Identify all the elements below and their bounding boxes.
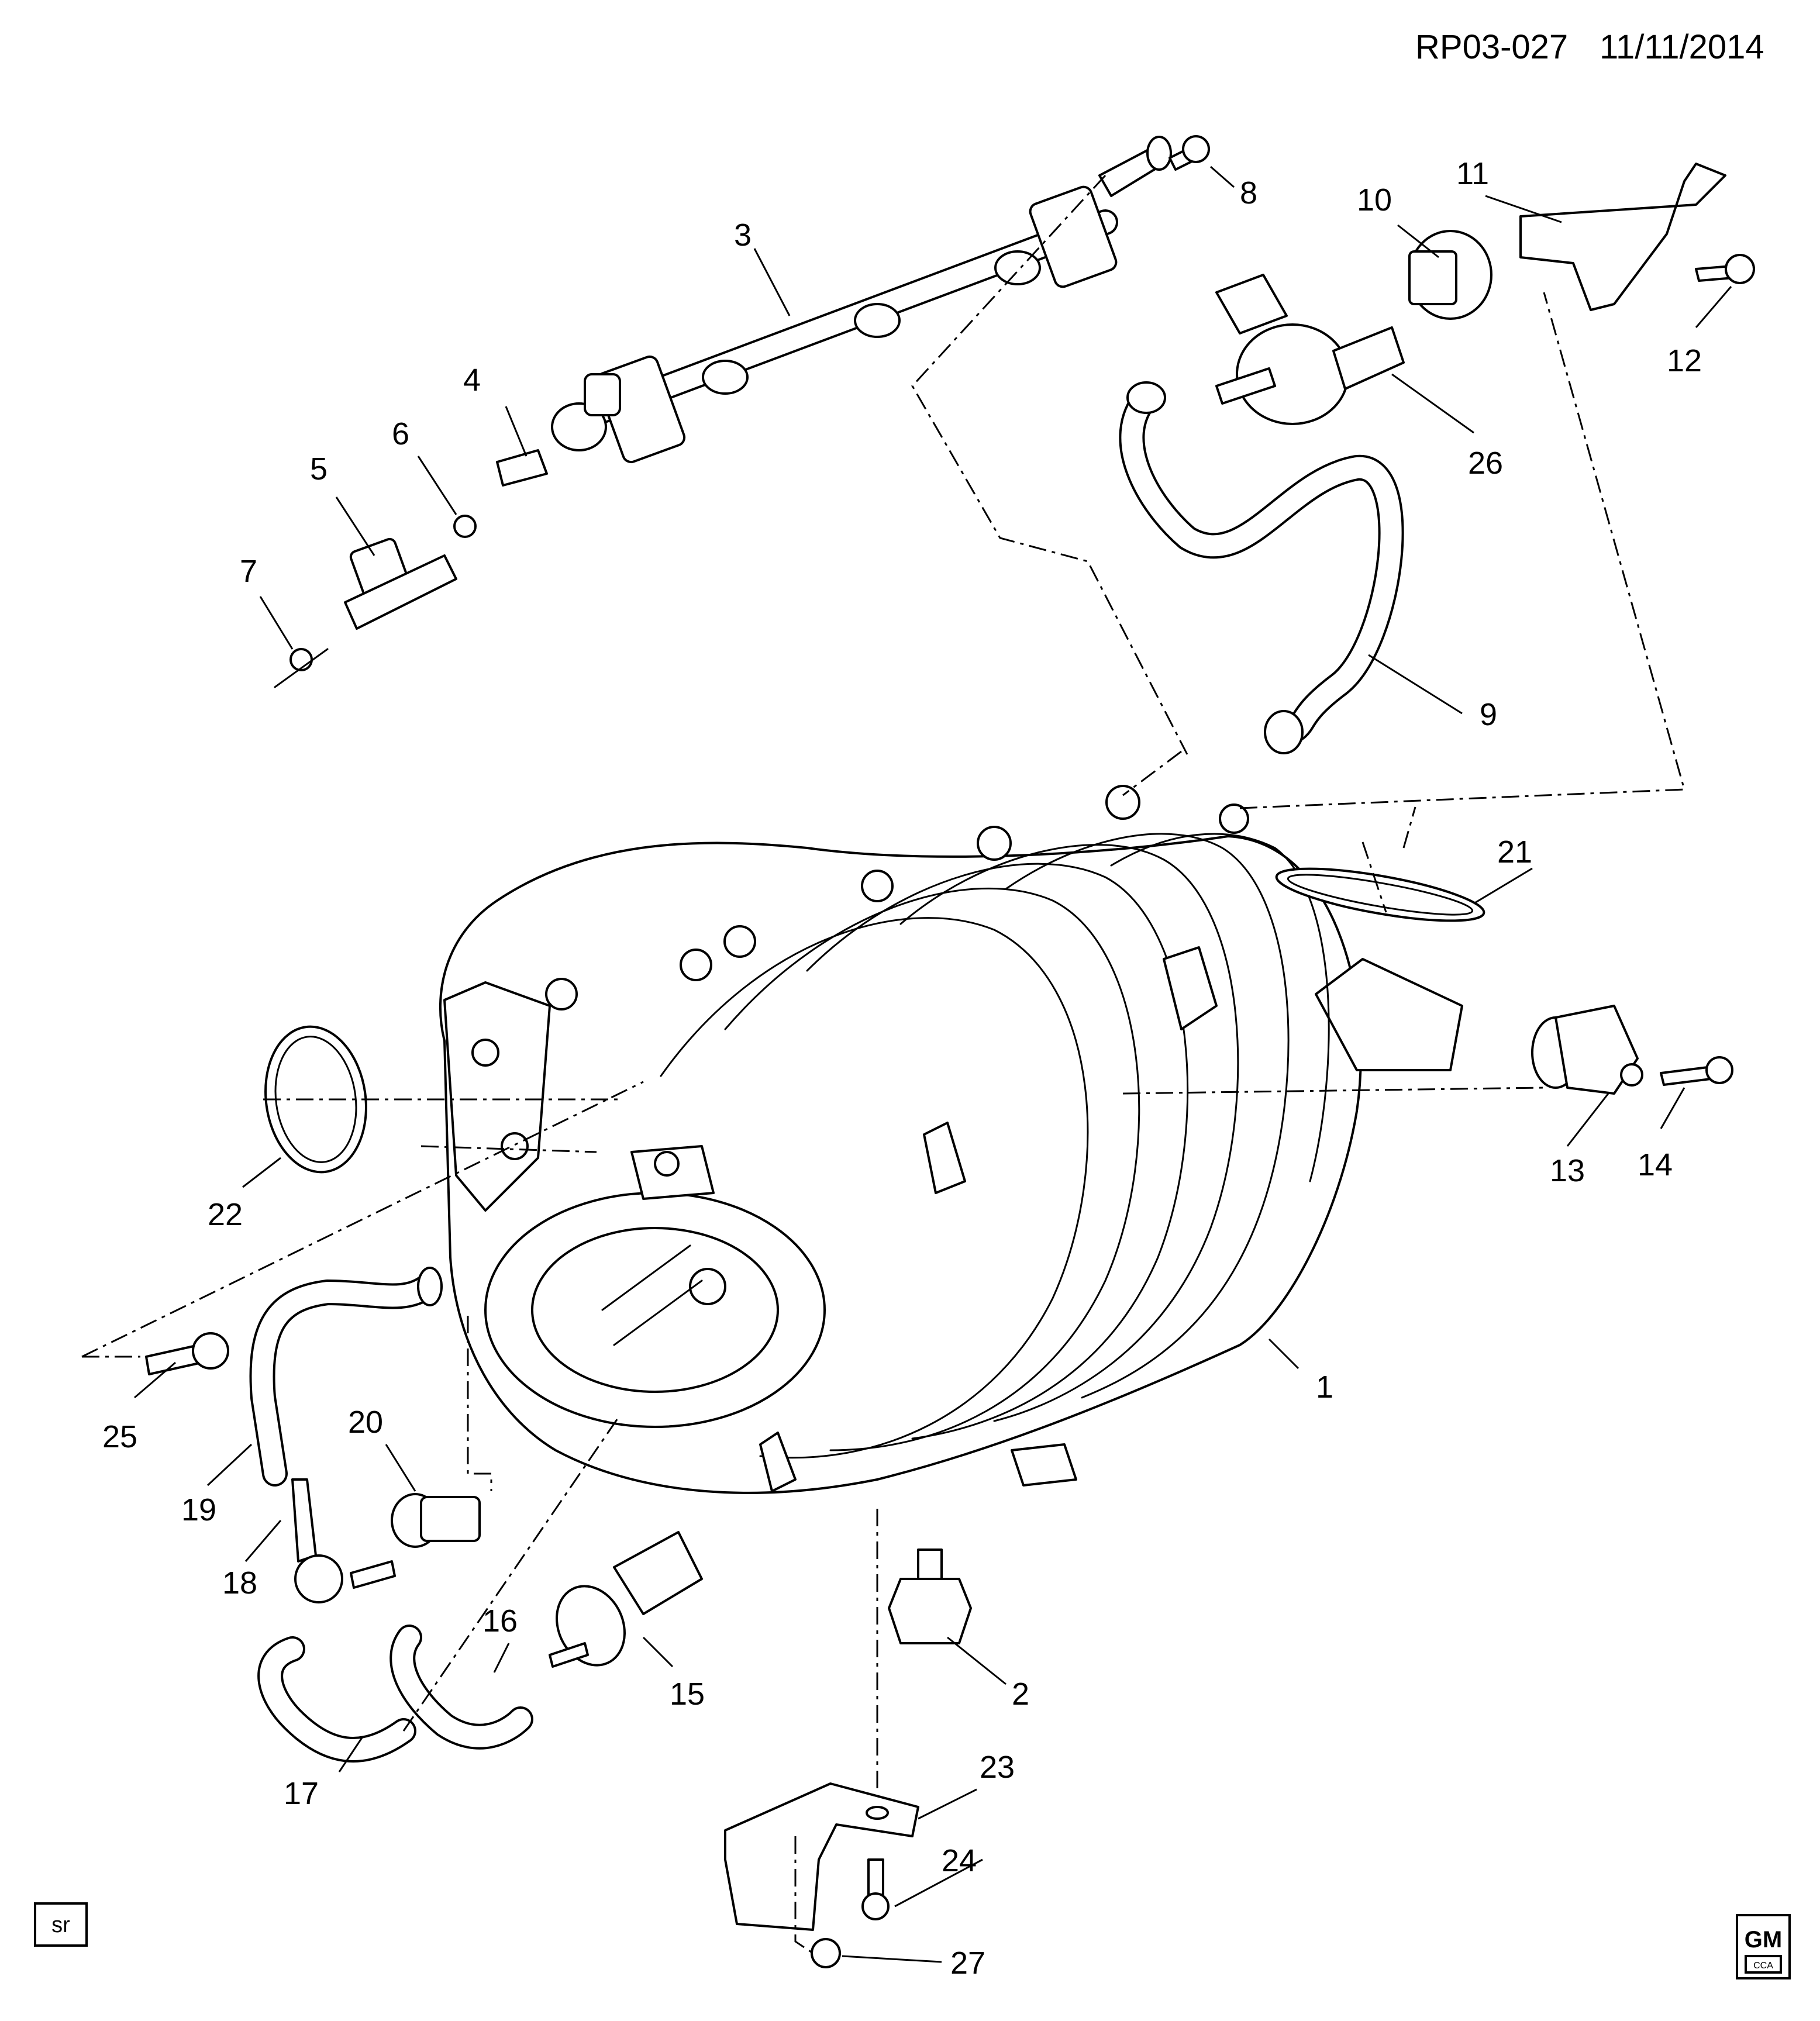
callout-3: 3 xyxy=(734,218,752,253)
alignment-lines xyxy=(81,174,1685,1954)
callout-15: 15 xyxy=(670,1677,705,1712)
callout-labels: 1 2 3 4 5 6 7 8 9 10 11 12 13 14 15 16 1… xyxy=(102,156,1702,1981)
callout-12: 12 xyxy=(1667,343,1702,378)
callout-14: 14 xyxy=(1638,1147,1673,1182)
part-15-map-sensor xyxy=(549,1531,703,1668)
part-9-vacuum-hose xyxy=(1119,381,1404,754)
callout-8: 8 xyxy=(1240,175,1257,211)
callout-1: 1 xyxy=(1316,1370,1333,1405)
callout-11: 11 xyxy=(1456,156,1489,191)
callout-17: 17 xyxy=(284,1776,319,1811)
gm-logo-subtext: CCA xyxy=(1753,1961,1773,1971)
part-18-fitting xyxy=(291,1478,396,1603)
diagram-date: 11/11/2014 xyxy=(1600,28,1764,66)
part-13-14-sensor xyxy=(1531,1005,1733,1095)
callout-21: 21 xyxy=(1497,834,1532,870)
leader-lines xyxy=(134,165,1732,1963)
part-8-bolt xyxy=(1168,135,1210,171)
callout-22: 22 xyxy=(208,1197,243,1232)
gm-logo: GM CCA xyxy=(1736,1914,1791,1979)
callout-10: 10 xyxy=(1357,182,1392,218)
callout-6: 6 xyxy=(392,416,409,451)
part-26-purge-solenoid xyxy=(1215,274,1405,425)
callout-26: 26 xyxy=(1468,446,1503,481)
part-fuel-rail xyxy=(551,136,1172,464)
part-23-24-27-bracket-assembly xyxy=(724,1782,919,1968)
part-21-gasket xyxy=(1275,867,1485,922)
part-10-11-12-bracket-assembly xyxy=(1408,163,1755,320)
callout-20: 20 xyxy=(348,1405,383,1440)
part-fuel-injector-group xyxy=(274,449,548,688)
callout-19: 19 xyxy=(181,1492,216,1527)
callout-18: 18 xyxy=(222,1565,257,1601)
part-22-gasket xyxy=(264,1025,367,1174)
part-20-pcv-valve xyxy=(391,1493,481,1548)
diagram-header: RP03-027 11/11/2014 xyxy=(1415,28,1764,66)
corner-tag-text: sr xyxy=(51,1913,70,1937)
callout-4: 4 xyxy=(463,363,481,398)
callout-25: 25 xyxy=(102,1419,137,1454)
diagram-reference-code: RP03-027 xyxy=(1415,28,1568,66)
callout-5: 5 xyxy=(310,451,328,487)
corner-tag: sr xyxy=(34,1902,88,1947)
callout-2: 2 xyxy=(1012,1677,1029,1712)
callout-16: 16 xyxy=(482,1603,518,1639)
callout-27: 27 xyxy=(950,1946,985,1981)
part-2-manifold-mount xyxy=(888,1548,972,1644)
callout-23: 23 xyxy=(980,1750,1015,1785)
gm-logo-text: GM xyxy=(1745,1927,1782,1953)
part-1-intake-manifold xyxy=(439,785,1463,1494)
callout-9: 9 xyxy=(1480,697,1497,732)
part-19-pcv-hose xyxy=(249,1267,443,1487)
callout-13: 13 xyxy=(1550,1153,1585,1188)
callout-7: 7 xyxy=(240,554,257,589)
callout-24: 24 xyxy=(942,1843,977,1878)
part-16-17-hoses xyxy=(257,1625,533,1763)
part-25-bolt xyxy=(145,1332,229,1375)
